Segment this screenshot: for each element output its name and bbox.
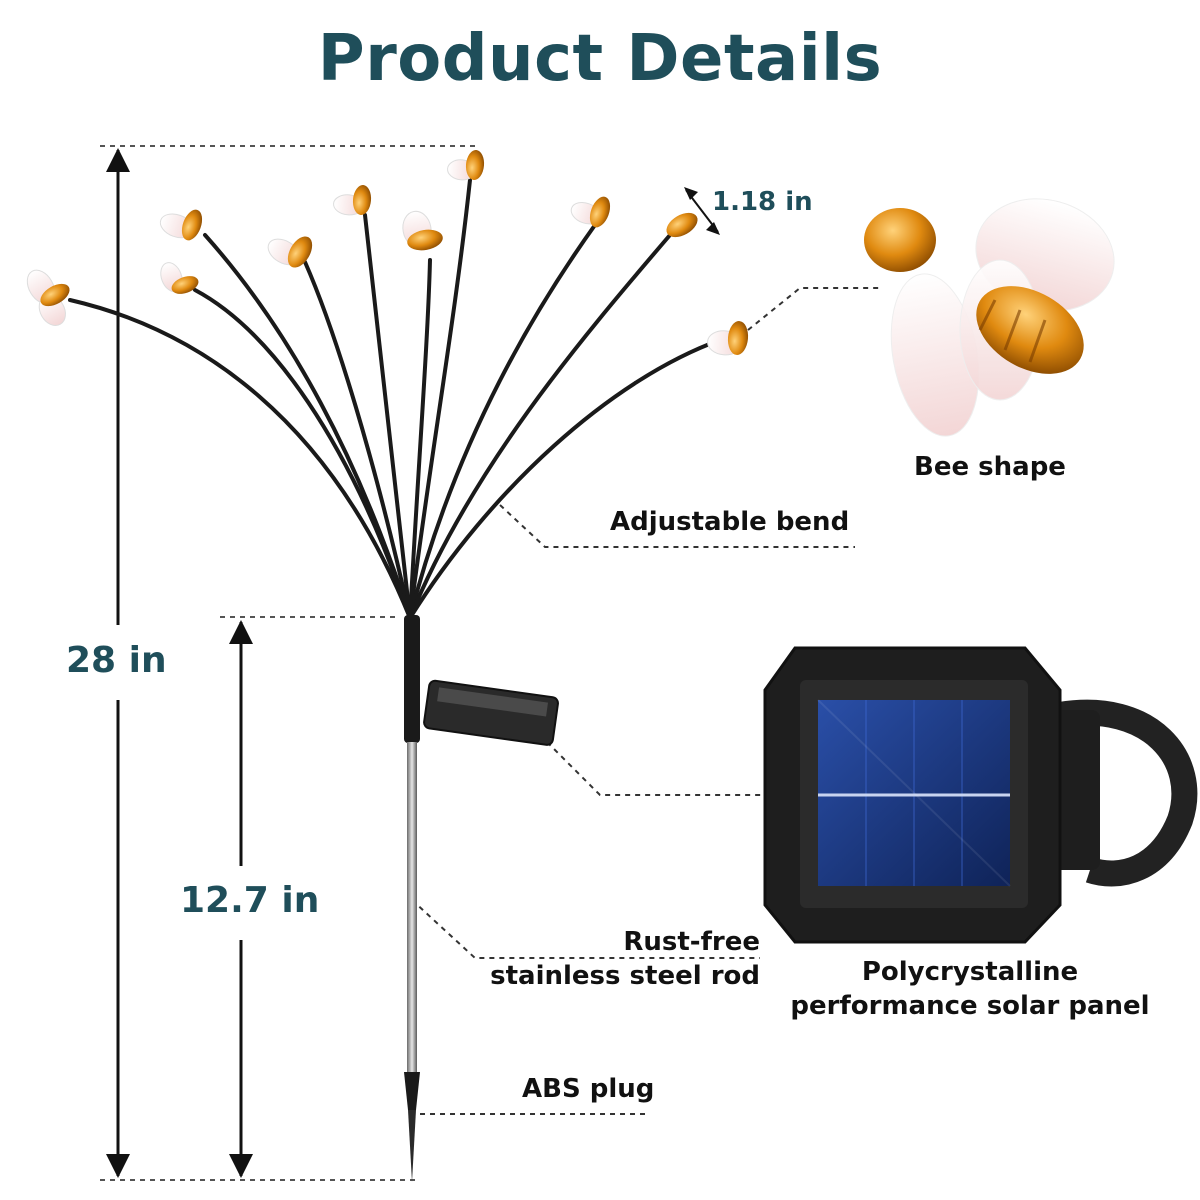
total-height-dimension [100, 145, 480, 1181]
bee-size-label: 1.18 in [712, 187, 813, 217]
bee-icon [26, 150, 749, 356]
total-height-label: 28 in [66, 640, 167, 681]
adjustable-bend-label: Adjustable bend [610, 507, 850, 537]
solar-label-line2: performance solar panel [790, 991, 1150, 1021]
abs-plug-label: ABS plug [522, 1074, 655, 1104]
stake-icon [404, 615, 559, 1182]
rod-label-line2: stainless steel rod [490, 961, 760, 991]
leader-lines [411, 287, 880, 1115]
stems [68, 178, 722, 620]
solar-label-line1: Polycrystalline [861, 957, 1079, 987]
bee-shape-label: Bee shape [914, 452, 1066, 482]
page-title: Product Details [317, 22, 883, 96]
solar-panel-icon [763, 646, 1198, 944]
rod-height-label: 12.7 in [180, 880, 320, 921]
bee-shape-detail [864, 198, 1115, 437]
rod-height-dimension [220, 616, 400, 1178]
bee-size-indicator [684, 187, 720, 235]
rod-label-line1: Rust-free [623, 927, 760, 957]
